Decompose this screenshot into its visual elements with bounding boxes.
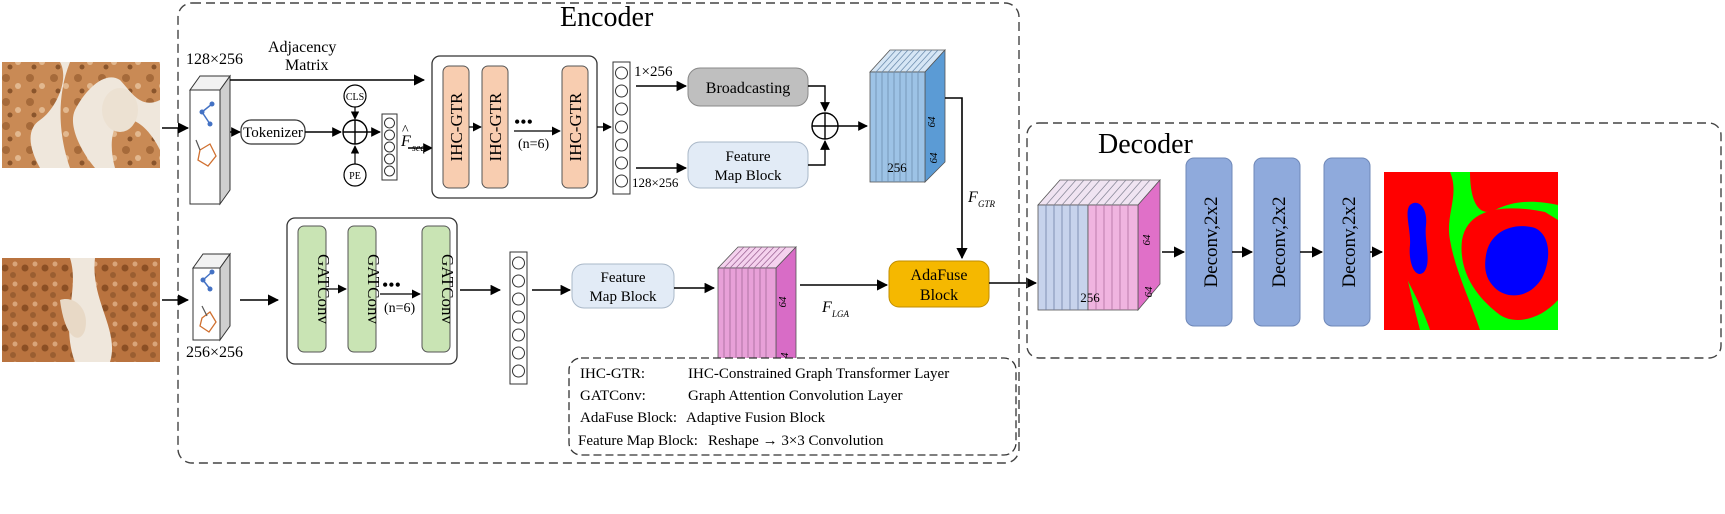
legend-value-3: Adaptive Fusion Block [686, 410, 826, 426]
legend-key-2: GATConv: [580, 388, 646, 404]
lga-cube-64a: 64 [777, 296, 789, 308]
gtr-output-token-column [612, 61, 631, 195]
encoder-title: Encoder [560, 2, 654, 33]
graph-nodes-icon [195, 101, 217, 167]
fused-cube-256: 256 [1080, 290, 1100, 305]
adafuse-block [888, 260, 990, 308]
fgtr-symbol: F [967, 189, 978, 206]
deconv-label-3: Deconv,2x2 [1339, 196, 1360, 287]
input-image-bottom [2, 258, 160, 362]
gtr-dim-bottom: 128×256 [632, 175, 679, 190]
feature-map-top-label-1: Feature [726, 149, 771, 165]
legend-key-3: AdaFuse Block: [580, 410, 677, 426]
feature-map-box-bottom [571, 263, 675, 309]
ihc-gtr-repeat: (n=6) [518, 137, 550, 152]
flga-symbol: F [821, 299, 832, 316]
ihc-gtr-label-2: IHC-GTR [486, 92, 505, 162]
ihc-gtr-layer-2: IHC-GTR [481, 65, 509, 189]
gatconv-layer-3: GATConv [421, 225, 457, 353]
legend-value-4: Reshape → 3×3 Convolution [708, 433, 884, 449]
bottom-input-size: 256×256 [186, 344, 243, 361]
ihc-gtr-dots: ••• [514, 112, 533, 132]
feature-map-bottom-label-1: Feature [601, 270, 646, 286]
legend-row-1: IHC-GTR: IHC-Constrained Graph Transform… [580, 366, 949, 382]
graph-tile-top [189, 74, 231, 206]
gatconv-repeat: (n=6) [384, 301, 416, 316]
fused-feature-cube: 256 64 64 [1037, 178, 1161, 312]
adjacency-label-2: Matrix [285, 57, 329, 74]
decoder-title: Decoder [1098, 129, 1194, 160]
fgtr-subscript: GTR [978, 199, 996, 209]
top-input-size: 128×256 [186, 51, 243, 68]
encoder-frame [177, 2, 1020, 464]
adafuse-label-1: AdaFuse [911, 267, 968, 284]
legend-value-2: Graph Attention Convolution Layer [688, 388, 903, 404]
legend-key-4: Feature Map Block: [578, 433, 698, 449]
gatconv-label-1: GATConv [314, 254, 333, 324]
deconv-label-1: Deconv,2x2 [1201, 196, 1222, 287]
fgtr-arrow [945, 97, 968, 260]
cls-label: CLS [346, 92, 364, 103]
gatconv-label-2: GATConv [364, 254, 383, 324]
legend-row-3: AdaFuse Block: Adaptive Fusion Block [580, 410, 826, 426]
segmentation-mask-output [1384, 172, 1558, 330]
gtr-cube-64a: 64 [926, 116, 938, 128]
broadcasting-label: Broadcasting [706, 80, 790, 97]
gtr-cube-64b: 64 [928, 152, 940, 164]
deconv-block-3: Deconv,2x2 [1323, 157, 1371, 327]
gtr-cube-256: 256 [887, 160, 907, 175]
gatconv-layer-1: GATConv [297, 225, 333, 353]
gatconv-label-3: GATConv [438, 254, 457, 324]
ihc-gtr-layer-3: IHC-GTR [561, 65, 589, 189]
input-image-top [2, 62, 160, 168]
adjacency-label-1: Adjacency [268, 39, 336, 56]
flga-subscript: LGA [831, 309, 850, 319]
legend-key-1: IHC-GTR: [580, 366, 645, 382]
legend-row-2: GATConv: Graph Attention Convolution Lay… [580, 388, 903, 404]
fused-cube-64a: 64 [1141, 234, 1153, 246]
gtr-dim-top: 1×256 [634, 64, 673, 80]
adafuse-label-2: Block [920, 287, 958, 304]
gat-output-token-column [509, 251, 528, 385]
pe-label: PE [349, 171, 361, 182]
feature-map-bottom-label-2: Map Block [589, 289, 657, 305]
legend-row-4: Feature Map Block: Reshape → 3×3 Convolu… [578, 433, 884, 449]
fseq-hat: ^ [402, 123, 409, 138]
deconv-block-2: Deconv,2x2 [1253, 157, 1301, 327]
feature-map-top-label-2: Map Block [714, 168, 782, 184]
sequence-token-column [381, 113, 398, 181]
fseq-symbol: F [400, 133, 411, 150]
tokenizer-label: Tokenizer [243, 125, 303, 141]
fused-cube-64b: 64 [1143, 286, 1155, 298]
gtr-feature-cube: 256 64 64 [869, 48, 946, 183]
ihc-gtr-label-3: IHC-GTR [566, 92, 585, 162]
broadcasting-box [687, 67, 809, 107]
legend-box [568, 357, 1017, 456]
graph-tile-bottom [192, 252, 231, 342]
ihc-gtr-layer-1: IHC-GTR [442, 65, 470, 189]
legend-value-1: IHC-Constrained Graph Transformer Layer [688, 366, 949, 382]
deconv-label-2: Deconv,2x2 [1269, 196, 1290, 287]
deconv-block-1: Deconv,2x2 [1185, 157, 1233, 327]
decoder-frame [1026, 122, 1722, 359]
gatconv-dots: ••• [382, 275, 401, 295]
gatconv-layer-2: GATConv [347, 225, 383, 353]
ihc-gtr-label-1: IHC-GTR [447, 92, 466, 162]
